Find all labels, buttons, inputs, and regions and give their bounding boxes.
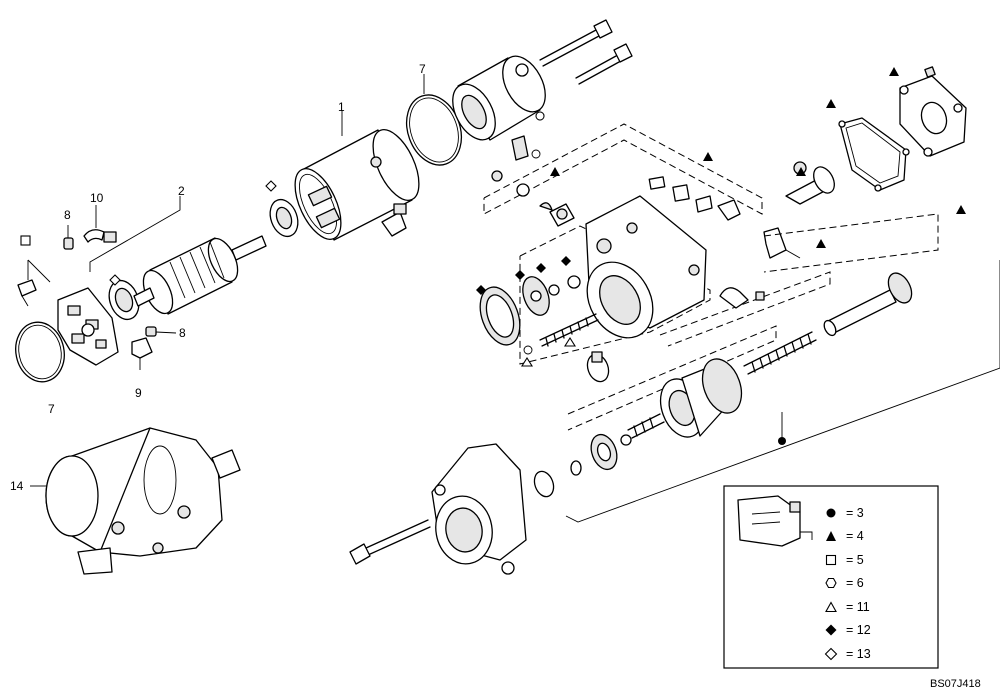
- filled-diamond-icon: [825, 624, 837, 636]
- filled-triangle-icon: [826, 531, 836, 542]
- drawing-code: BS07J418: [930, 678, 981, 690]
- magnetic-switch-assembly: [483, 123, 835, 383]
- yoke: [294, 74, 463, 241]
- callout-1: 1: [338, 100, 345, 114]
- open-square-icon: [825, 554, 837, 565]
- switch-cover: [838, 66, 967, 192]
- open-hexagon-icon: [825, 578, 837, 589]
- callout-14: 14: [10, 479, 24, 493]
- legend-row-open-hexagon: = 6: [824, 572, 934, 596]
- brush-holder-assembly: [15, 205, 177, 383]
- legend-list: = 3 = 4 = 5 = 6 = 11 = 12 = 13: [824, 501, 934, 666]
- callout-7-bottom: 7: [48, 402, 55, 416]
- open-triangle-icon: [825, 601, 837, 612]
- open-diamond-icon: [824, 647, 838, 661]
- legend-text: = 4: [846, 529, 864, 544]
- legend-row-open-triangle: = 11: [824, 595, 934, 619]
- callout-2: 2: [178, 184, 185, 198]
- callout-8-right: 8: [179, 326, 186, 340]
- legend-row-open-square: = 5: [824, 548, 934, 572]
- legend-text: = 13: [846, 646, 871, 661]
- legend-text: = 6: [846, 576, 864, 591]
- callout-7-top: 7: [419, 62, 426, 76]
- callout-8-top: 8: [64, 208, 71, 222]
- legend-row-filled-diamond: = 12: [824, 619, 934, 643]
- drive-assembly: [349, 213, 1000, 575]
- filled-circle-icon: [826, 508, 836, 518]
- legend-row-filled-circle: = 3: [824, 501, 934, 525]
- reduction-gears: [479, 275, 599, 355]
- armature: [89, 196, 299, 321]
- legend-text: = 3: [846, 505, 864, 520]
- legend-row-filled-triangle: = 4: [824, 525, 934, 549]
- legend-text: = 5: [846, 552, 864, 567]
- rear-cover-and-bolts: [452, 19, 633, 161]
- starter-motor-complete: [30, 427, 241, 575]
- legend-row-open-diamond: = 13: [824, 642, 934, 666]
- legend-text: = 11: [846, 599, 870, 614]
- callout-9: 9: [135, 386, 142, 400]
- callout-10: 10: [90, 191, 104, 205]
- legend-text: = 12: [846, 623, 871, 638]
